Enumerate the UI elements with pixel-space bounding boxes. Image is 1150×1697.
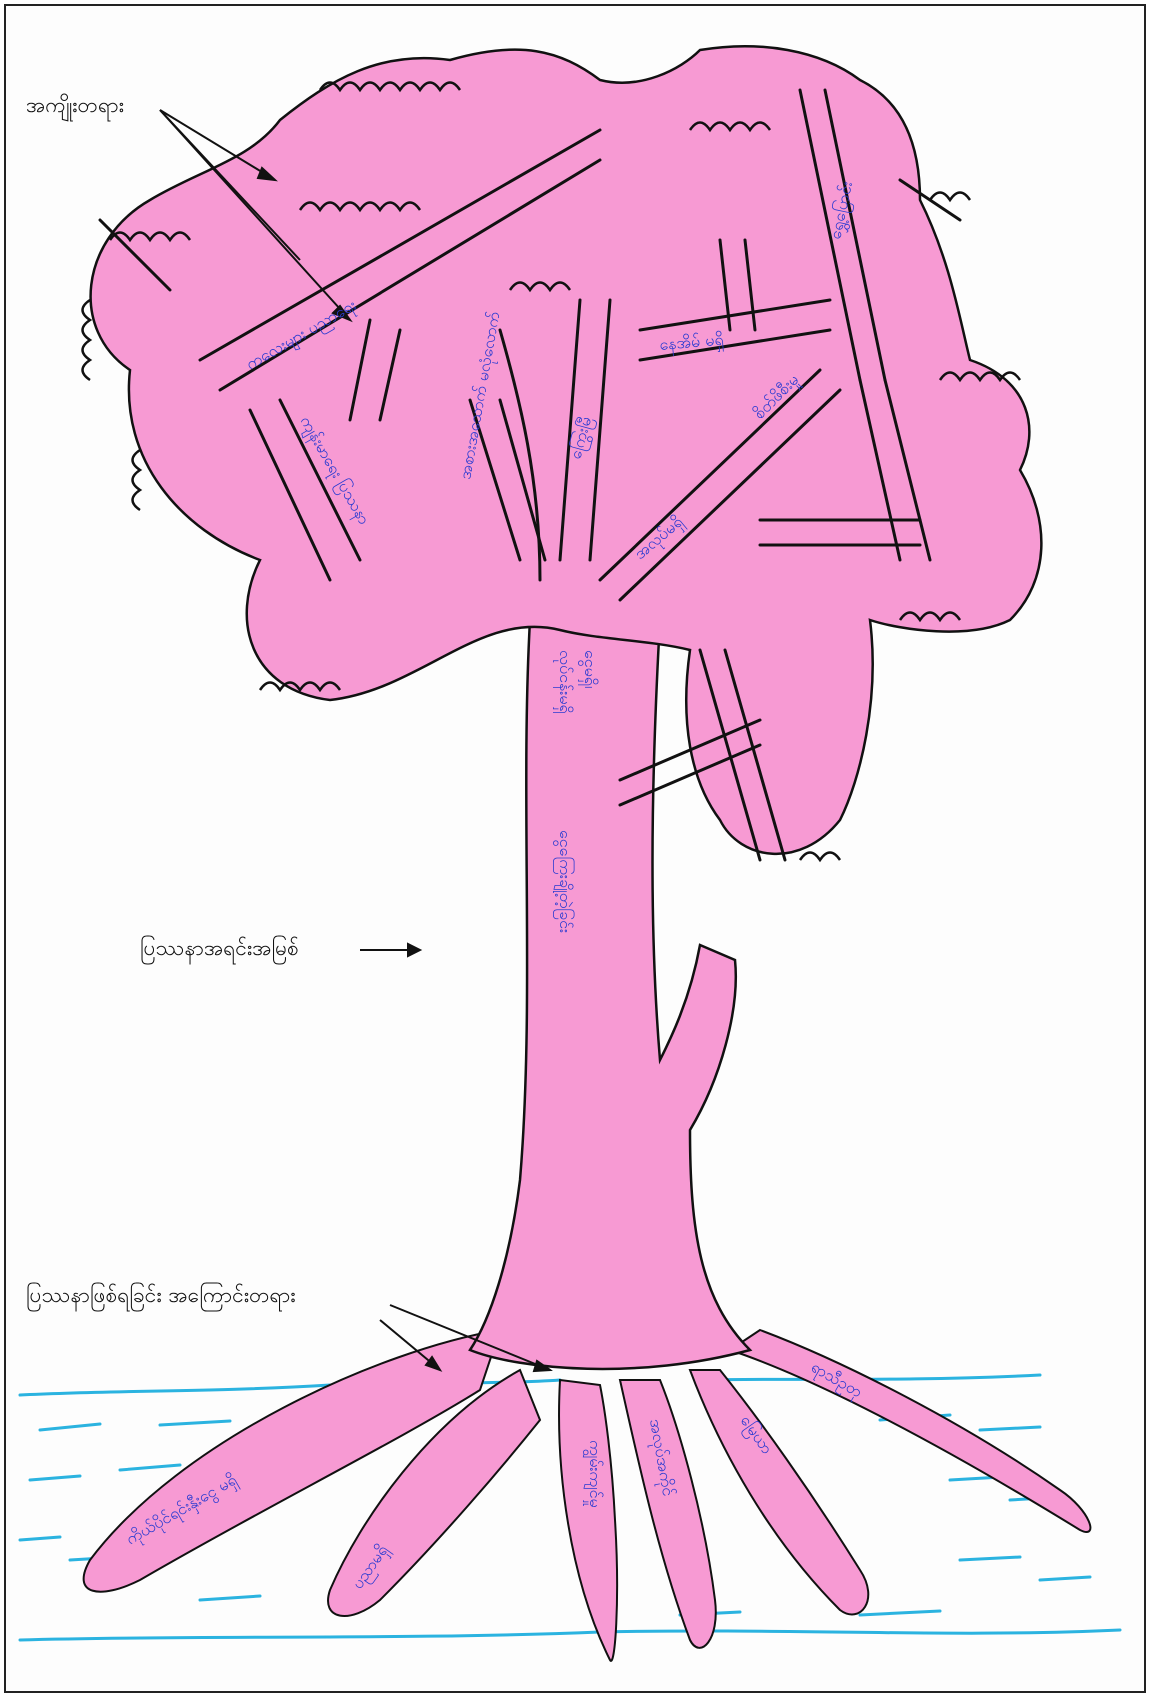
trunk-top-text: ငွေမရှိ၊ — [578, 650, 600, 688]
trunk-top-text-2: လုပ်ငန်းမရှိ — [553, 650, 575, 714]
fruits-label: အကျိုးတရား — [26, 92, 124, 123]
core-problem-label: ပြဿနာအရင်းအမြစ် — [140, 935, 299, 966]
trunk-main-text: ငွေကြေးချို့တဲ့ခြင်း — [553, 830, 575, 933]
causes-label: ပြဿနာဖြစ်ရခြင်း အကြောင်းတရား — [26, 1282, 296, 1313]
